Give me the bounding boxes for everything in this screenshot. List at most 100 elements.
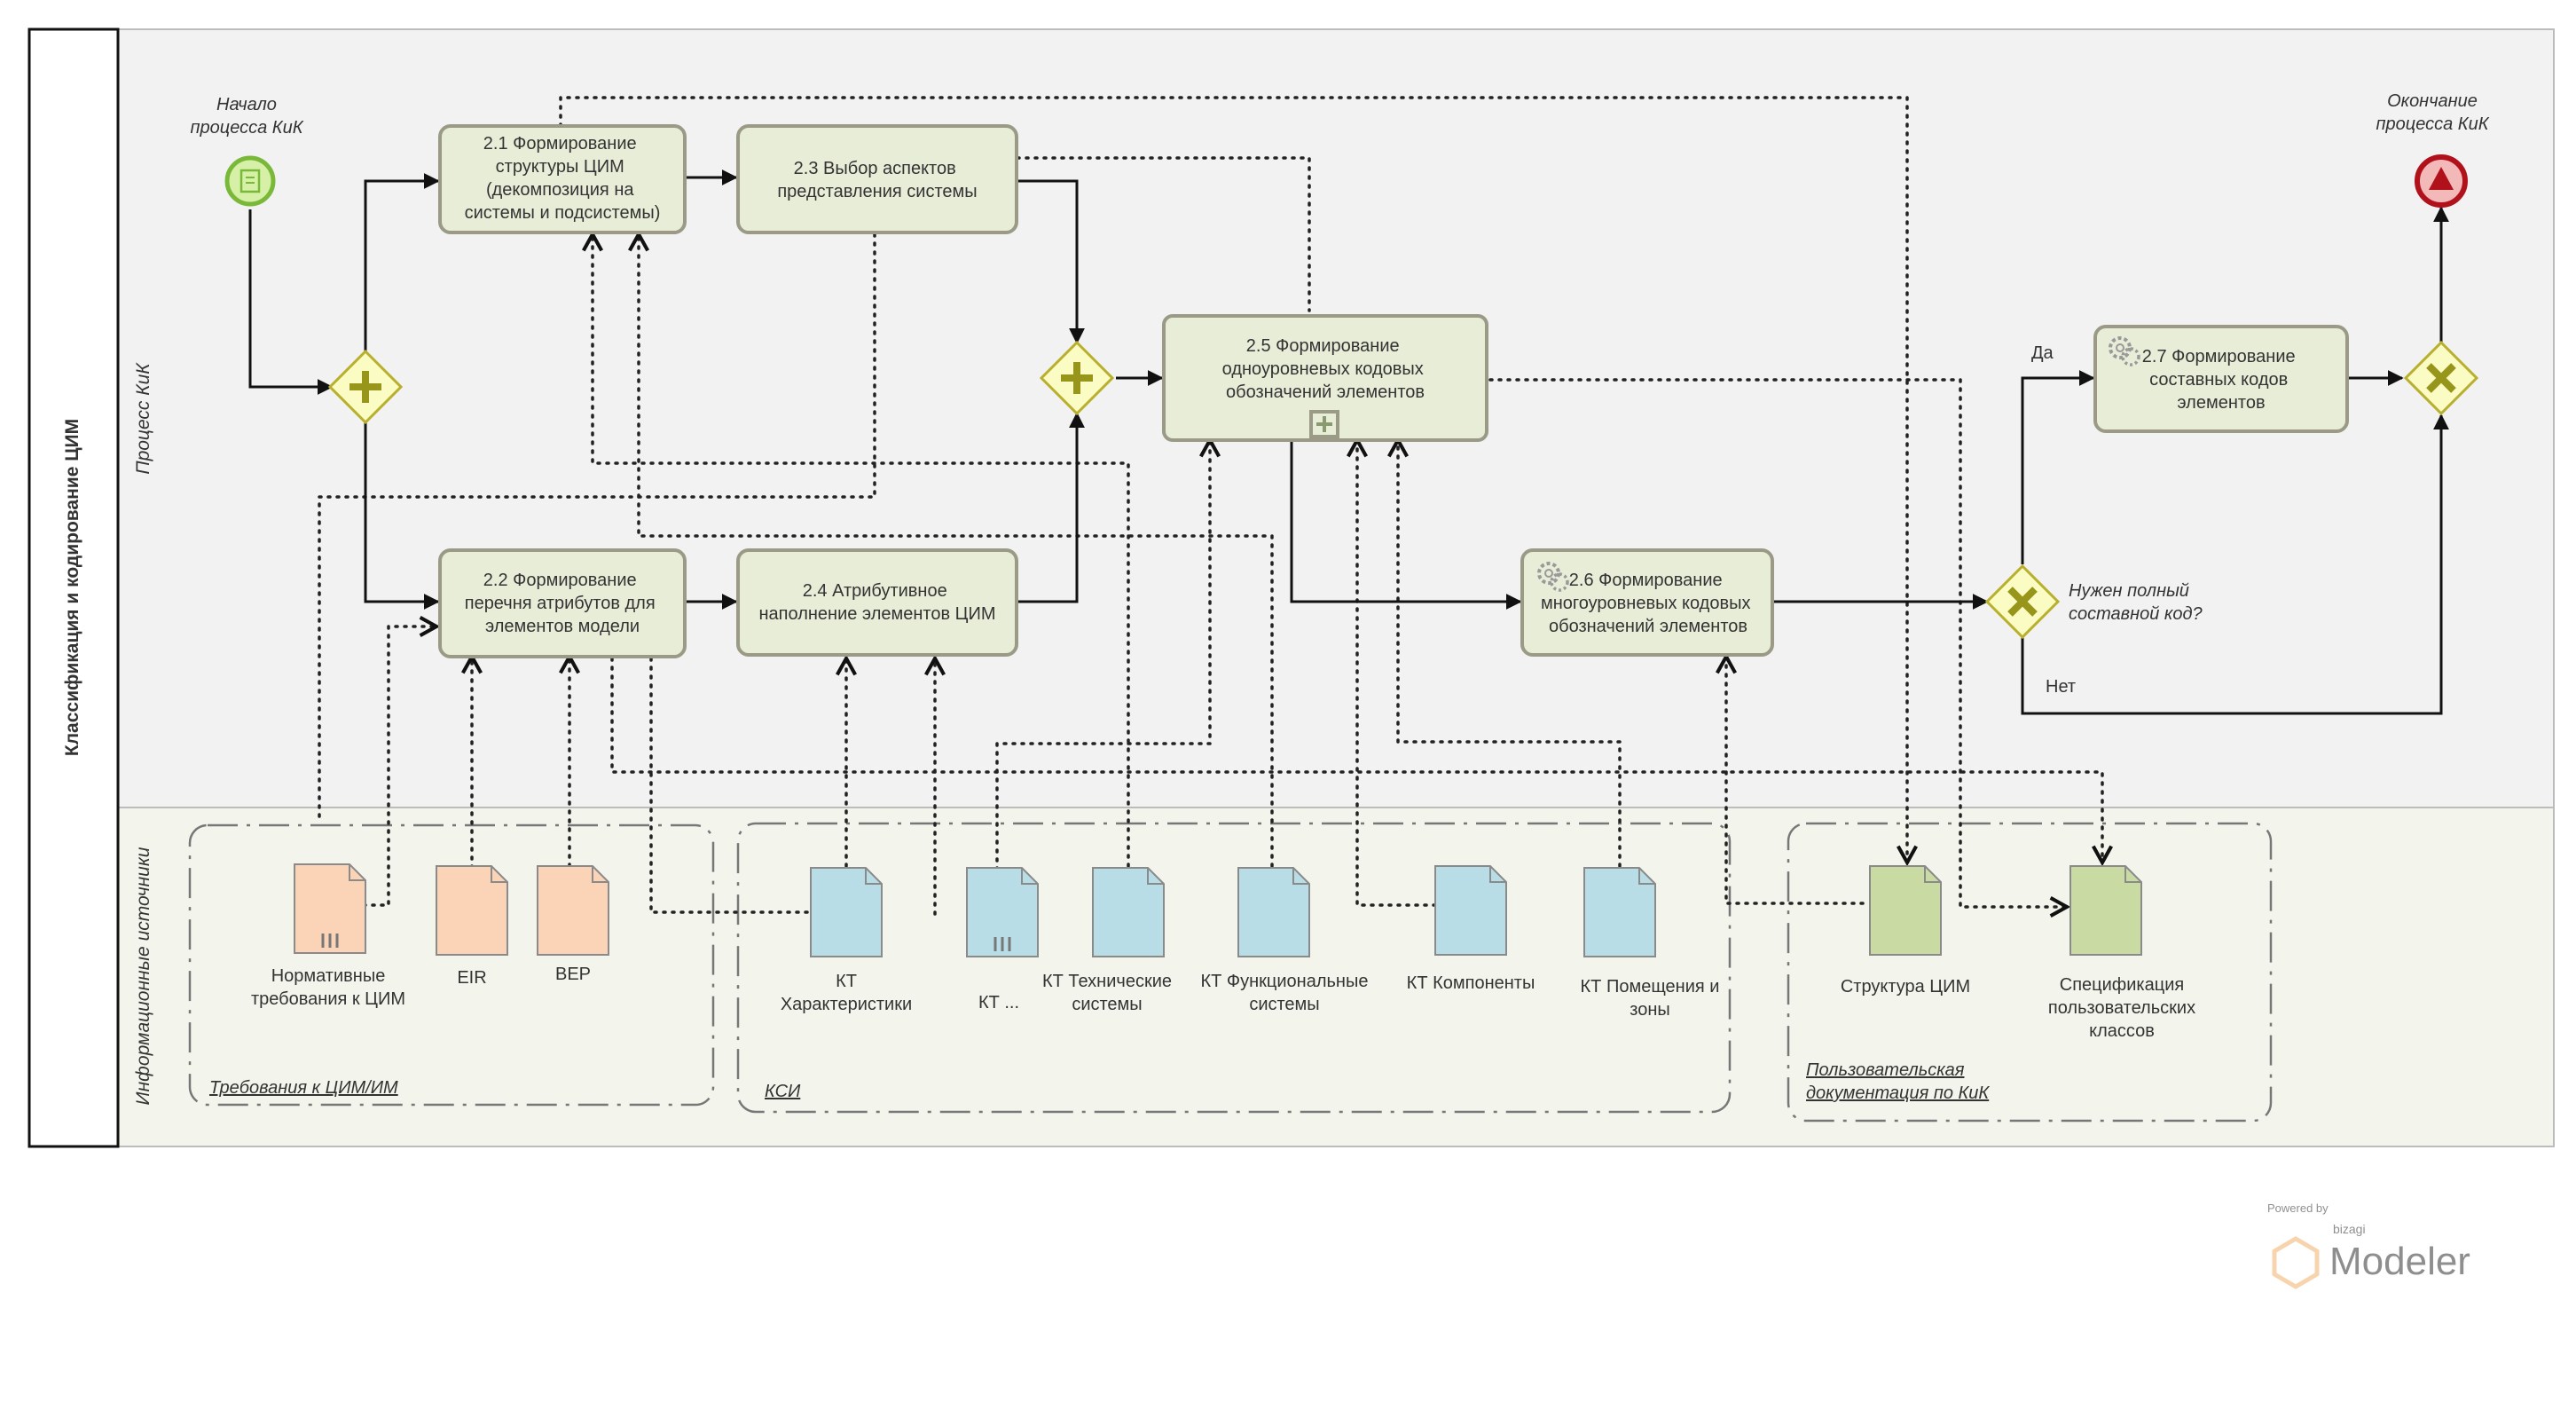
group-userdoc-label1: Пользовательская xyxy=(1806,1060,1965,1080)
gateway-question-1: Нужен полный xyxy=(2069,581,2189,601)
task-2-7[interactable]: 2.7 Формирование составных кодов элемент… xyxy=(2093,325,2349,433)
data-object-label: системы xyxy=(1072,995,1142,1014)
data-object-fold xyxy=(1292,868,1309,885)
gateway-question-2: составной код? xyxy=(2069,604,2203,624)
service-task-gear-icon xyxy=(1537,562,1569,592)
lane-label-sources: Информационные источники xyxy=(133,847,153,1105)
svg-text:2.7 Формирование составн: 2.7 Формирование составных кодов элемент… xyxy=(2142,347,2300,413)
svg-text:2.1 Формирование структу: 2.1 Формирование структуры ЦИМ (декомпоз… xyxy=(465,134,661,223)
lane-label-process: Процесс КиК xyxy=(133,362,153,475)
data-object-fold xyxy=(1924,866,1941,883)
data-object-label: Нормативные xyxy=(271,966,386,986)
data-object[interactable]: BEP xyxy=(537,865,609,984)
group-requirements-label: Требования к ЦИМ/ИМ xyxy=(209,1078,398,1098)
data-object-icon xyxy=(436,865,508,956)
data-object-icon xyxy=(1434,865,1507,956)
data-object-label: BEP xyxy=(555,965,591,984)
artifacts: Нормативные требования к ЦИМ EIR BEP КТ Харак… xyxy=(251,863,2195,1041)
task-2-3-line: представления системы xyxy=(777,182,977,201)
task-2-3-line: 2.3 Выбор аспектов xyxy=(794,159,956,178)
end-event-label-2: процесса КиК xyxy=(2376,114,2490,134)
parallel-gateway-join[interactable] xyxy=(1039,340,1115,416)
data-object-label: КТ Компоненты xyxy=(1407,973,1535,993)
data-object-icon xyxy=(1869,865,1942,956)
data-object-label: КТ Функциональные xyxy=(1201,972,1369,991)
task-2-6[interactable]: 2.6 Формирование многоуровневых кодовых … xyxy=(1520,548,1774,657)
data-object-label: требования к ЦИМ xyxy=(251,989,405,1009)
task-2-2-line: 2.2 Формирование xyxy=(483,571,637,590)
bizagi-branding: Powered by bizagi Modeler xyxy=(2267,1201,2470,1289)
subprocess-expand-icon[interactable] xyxy=(1309,410,1339,438)
data-object-label: зоны xyxy=(1630,1000,1670,1020)
data-object-label: КТ ... xyxy=(978,993,1019,1012)
data-object-icon xyxy=(966,867,1039,957)
task-2-6-line: 2.6 Формирование xyxy=(1569,571,1723,590)
bizagi-logo-icon xyxy=(2272,1236,2320,1289)
task-2-4[interactable]: 2.4 Атрибутивное наполнение элементов ЦИ… xyxy=(736,548,1018,657)
flow-label-yes: Да xyxy=(2031,343,2054,363)
data-object[interactable]: Спецификация пользовательских классов xyxy=(2048,865,2195,1041)
task-2-1-line: 2.1 Формирование xyxy=(483,134,637,154)
group-userdoc xyxy=(1787,822,2273,1123)
task-2-5-line: обозначений элементов xyxy=(1226,382,1425,402)
group-ksi-label: КСИ xyxy=(765,1082,801,1101)
data-object[interactable]: Структура ЦИМ xyxy=(1841,865,1970,997)
task-2-1-line: структуры ЦИМ xyxy=(496,157,624,177)
task-2-2[interactable]: 2.2 Формирование перечня атрибутов для э… xyxy=(438,548,687,658)
data-object-fold xyxy=(349,864,365,881)
data-object[interactable]: Нормативные требования к ЦИМ xyxy=(251,863,405,1009)
task-2-1[interactable]: 2.1 Формирование структуры ЦИМ (декомпоз… xyxy=(438,124,687,234)
sequence-flows xyxy=(248,169,2449,715)
task-2-7-line: 2.7 Формирование xyxy=(2142,347,2296,366)
data-object-label: EIR xyxy=(457,968,486,988)
svg-text:2.2 Формирование перечня: 2.2 Формирование перечня атрибутов для э… xyxy=(465,571,661,636)
data-object-label: Характеристики xyxy=(781,995,912,1014)
branding-powered-by: Powered by xyxy=(2267,1201,2329,1215)
data-object-label: пользовательских xyxy=(2048,998,2195,1018)
data-object-icon xyxy=(1583,867,1656,957)
exclusive-gateway-merge[interactable] xyxy=(2403,340,2479,416)
branding-brand-small: bizagi xyxy=(2333,1222,2366,1236)
data-object-icon xyxy=(2069,865,2142,956)
data-object[interactable]: EIR xyxy=(436,865,508,988)
group-userdoc-label2: документация по КиК xyxy=(1806,1083,1990,1103)
data-object-icon xyxy=(1092,867,1165,957)
task-2-5-line: 2.5 Формирование xyxy=(1246,336,1400,356)
data-object[interactable]: КТ Характеристики xyxy=(781,867,912,1014)
data-object[interactable]: КТ Компоненты xyxy=(1407,865,1535,993)
end-event[interactable] xyxy=(2415,154,2468,208)
task-2-3[interactable]: 2.3 Выбор аспектов представления системы xyxy=(736,124,1018,234)
start-event[interactable] xyxy=(224,155,276,207)
data-object-fold xyxy=(1021,868,1038,885)
end-event-label-1: Окончание xyxy=(2387,91,2478,111)
task-2-7-line: составных кодов xyxy=(2149,370,2288,390)
data-object-fold xyxy=(2124,866,2141,883)
data-object-fold xyxy=(865,868,882,885)
exclusive-gateway-decision[interactable] xyxy=(1984,563,2061,640)
data-object-icon xyxy=(1237,867,1310,957)
data-object-icon xyxy=(810,867,883,957)
data-object[interactable]: КТ Функциональные системы xyxy=(1201,867,1369,1014)
data-object-label: классов xyxy=(2089,1021,2155,1041)
data-object-label: системы xyxy=(1249,995,1319,1014)
svg-text:2.3 Выбор аспектов предс: 2.3 Выбор аспектов представления системы xyxy=(777,159,977,201)
svg-text:2.6 Формирование многоур: 2.6 Формирование многоуровневых кодовых … xyxy=(1541,571,1755,636)
group-ksi xyxy=(736,822,1732,1114)
data-object-label: КТ xyxy=(836,972,857,991)
data-object[interactable]: КТ ... xyxy=(966,867,1039,1012)
data-object-fold xyxy=(1489,866,1506,883)
data-object-fold xyxy=(592,866,609,883)
data-object-fold xyxy=(1638,868,1655,885)
data-object-fold xyxy=(1147,868,1164,885)
task-2-4-line: 2.4 Атрибутивное xyxy=(803,581,947,601)
flow-label-no: Нет xyxy=(2046,677,2076,697)
data-object-icon xyxy=(537,865,609,956)
parallel-gateway-split[interactable] xyxy=(327,349,404,425)
data-object-label: Спецификация xyxy=(2060,975,2184,995)
collection-marker-icon xyxy=(321,934,339,948)
task-2-5-subprocess[interactable]: 2.5 Формирование одноуровневых кодовых о… xyxy=(1162,314,1488,442)
task-2-2-line: элементов модели xyxy=(485,617,640,636)
task-2-7-line: элементов xyxy=(2177,393,2265,413)
